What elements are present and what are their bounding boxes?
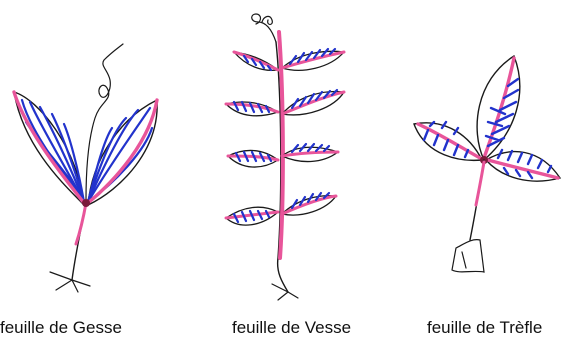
gesse-right-midrib (88, 100, 157, 203)
trefle-top-leaflet (477, 56, 520, 160)
trefle-illustration (414, 56, 560, 272)
vesse-tendril (252, 14, 276, 42)
gesse-base (50, 272, 90, 292)
gesse-node (82, 199, 90, 207)
gesse-left-stripes (22, 100, 84, 202)
caption-gesse: feuille de Gesse (0, 318, 122, 338)
vesse-right-leaflets (282, 49, 344, 215)
trefle-base (452, 240, 484, 272)
caption-trefle: feuille de Trèfle (427, 318, 542, 338)
vesse-illustration (226, 14, 344, 300)
gesse-stem-pink (76, 203, 86, 244)
vesse-left-leaflets (226, 52, 278, 225)
caption-vesse: feuille de Vesse (232, 318, 351, 338)
gesse-right-leaflet (88, 100, 157, 205)
gesse-illustration (14, 44, 157, 292)
